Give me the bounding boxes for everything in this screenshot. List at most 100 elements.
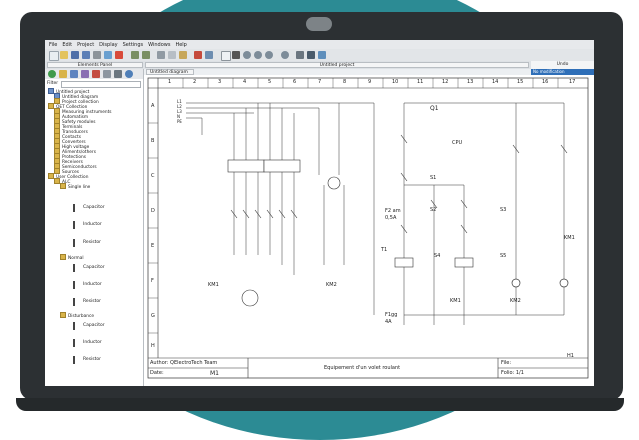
column-number: 17 xyxy=(569,79,576,85)
row-letter: H xyxy=(151,343,155,349)
label-l3: L3 xyxy=(177,109,182,114)
column-number: 11 xyxy=(417,79,424,85)
move-icon[interactable] xyxy=(232,51,240,59)
inductor-icon xyxy=(73,221,75,229)
column-number: 7 xyxy=(318,79,322,85)
new-folder-icon[interactable] xyxy=(59,70,67,78)
panel-toolbar xyxy=(45,69,143,79)
label-f2-rating: 0,5A xyxy=(385,215,397,221)
column-number: 3 xyxy=(218,79,222,85)
filter-row: Filter xyxy=(47,80,141,88)
tree-item[interactable]: Project collection xyxy=(54,98,99,105)
menu-file[interactable]: File xyxy=(49,41,58,48)
label-l1: L1 xyxy=(177,99,182,104)
new-icon[interactable] xyxy=(49,51,59,61)
tab-elements-panel[interactable]: Elements Panel xyxy=(47,62,143,68)
label-s4: S4 xyxy=(434,253,441,259)
capacitor-icon xyxy=(73,264,75,272)
save-as-icon[interactable] xyxy=(82,51,90,59)
label-f2: F2 am xyxy=(385,208,401,214)
new-element-icon[interactable] xyxy=(70,70,78,78)
tree-item[interactable]: QET Collection xyxy=(48,103,87,110)
row-letter: B xyxy=(151,138,155,144)
column-number: 9 xyxy=(368,79,372,85)
tree-item[interactable]: Disturbance xyxy=(60,312,94,319)
folder-icon xyxy=(60,312,66,318)
zoom-out-icon[interactable] xyxy=(254,51,262,59)
info-icon[interactable] xyxy=(125,70,133,78)
undo-icon[interactable] xyxy=(131,51,139,59)
menu-edit[interactable]: Edit xyxy=(62,41,73,48)
column-number: 4 xyxy=(243,79,247,85)
paste-icon[interactable] xyxy=(179,51,187,59)
menu-project[interactable]: Project xyxy=(77,41,95,48)
save-icon[interactable] xyxy=(71,51,79,59)
image-icon[interactable] xyxy=(318,51,326,59)
undo-no-modification[interactable]: No modification xyxy=(531,69,594,75)
row-letter: G xyxy=(151,313,155,319)
print-icon[interactable] xyxy=(93,51,101,59)
export-icon[interactable] xyxy=(104,51,112,59)
cut-icon[interactable] xyxy=(157,51,165,59)
inductor-icon xyxy=(73,339,75,347)
column-number: 15 xyxy=(517,79,524,85)
tree-item[interactable]: Sources xyxy=(54,168,79,175)
zoom-fit-icon[interactable] xyxy=(265,51,273,59)
tree-item[interactable]: Untitled project xyxy=(48,88,89,95)
folder-icon xyxy=(60,183,66,189)
app-window: File Edit Project Display Settings Windo… xyxy=(45,40,594,386)
zoom-reset-icon[interactable] xyxy=(281,51,289,59)
schematic-drawing xyxy=(147,77,589,379)
camera-icon xyxy=(306,17,332,31)
row-letter: F xyxy=(151,278,154,284)
column-number: 1 xyxy=(168,79,172,85)
redo-icon[interactable] xyxy=(142,51,150,59)
tree-item[interactable]: User Collection xyxy=(48,173,88,180)
capacitor-icon xyxy=(73,204,75,212)
row-letter: C xyxy=(151,173,155,179)
tree-item[interactable]: Normal xyxy=(60,254,84,261)
delete-element-icon[interactable] xyxy=(92,70,100,78)
zoom-in-icon[interactable] xyxy=(243,51,251,59)
close-icon[interactable] xyxy=(115,51,123,59)
row-letter: E xyxy=(151,243,155,249)
label-km2-coil: KM2 xyxy=(510,298,521,304)
diagram-canvas[interactable]: 1 2 3 4 5 6 7 8 9 10 11 12 13 14 15 16 1… xyxy=(144,75,594,386)
label-n: N xyxy=(177,114,180,119)
copy-icon[interactable] xyxy=(168,51,176,59)
reload-icon[interactable] xyxy=(48,70,56,78)
label-km1-coil: KM1 xyxy=(450,298,461,304)
brush-icon[interactable] xyxy=(114,70,122,78)
capacitor-icon xyxy=(73,322,75,330)
tree-item[interactable]: ALC xyxy=(54,178,70,185)
label-pe: PE xyxy=(177,119,182,124)
conductor-icon[interactable] xyxy=(296,51,304,59)
text-icon[interactable] xyxy=(307,51,315,59)
label-km1-aux: KM1 xyxy=(564,235,575,241)
tab-untitled-project[interactable]: Untitled project xyxy=(145,62,529,68)
project-icon xyxy=(48,88,54,94)
tab-untitled-diagram[interactable]: Untitled diagram xyxy=(146,69,194,75)
titleblock-folio: Folio: 1/1 xyxy=(501,370,524,376)
titleblock-file: File: xyxy=(501,360,512,366)
label-f1-rating: 4A xyxy=(385,319,392,325)
resistor-icon xyxy=(73,239,75,247)
row-letter: D xyxy=(151,208,155,214)
row-letter: A xyxy=(151,103,155,109)
tree-item[interactable]: Single line xyxy=(60,183,90,190)
label-h1: H1 xyxy=(567,353,574,359)
menu-help[interactable]: Help xyxy=(175,41,187,48)
filter-input[interactable] xyxy=(61,81,141,88)
label-q1: Q1 xyxy=(430,105,439,112)
label-s1: S1 xyxy=(430,175,437,181)
select-icon[interactable] xyxy=(221,51,231,61)
open-icon[interactable] xyxy=(60,51,68,59)
edit-element-icon[interactable] xyxy=(81,70,89,78)
menu-windows[interactable]: Windows xyxy=(148,41,171,48)
menu-display[interactable]: Display xyxy=(99,41,118,48)
rotate-icon[interactable] xyxy=(205,51,213,59)
delete-icon[interactable] xyxy=(194,51,202,59)
find-icon[interactable] xyxy=(103,70,111,78)
menu-settings[interactable]: Settings xyxy=(122,41,144,48)
folder-icon xyxy=(48,173,54,179)
